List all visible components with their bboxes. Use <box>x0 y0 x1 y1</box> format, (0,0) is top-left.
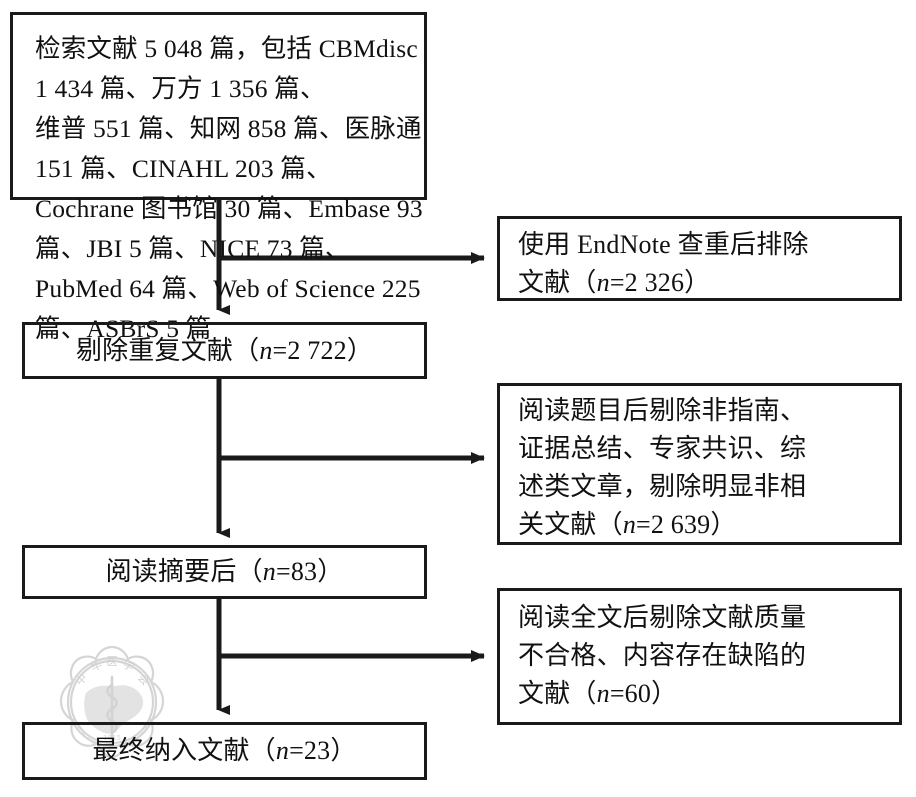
box-abstract-screened-text: 阅读摘要后（n=83） <box>106 555 344 589</box>
box-excluded-by-fulltext-count: =60） <box>609 679 678 708</box>
box-excluded-duplicates-text: 使用 EndNote 查重后排除文献（n=2 326） <box>500 219 809 302</box>
n-symbol: n <box>622 510 637 539</box>
box-abstract-screened-label: 阅读摘要后（ <box>105 557 263 586</box>
box-excluded-by-title-line2: 证据总结、专家共识、综 <box>518 434 807 463</box>
svg-text:会: 会 <box>135 671 152 688</box>
n-symbol: n <box>275 736 290 765</box>
svg-text:中: 中 <box>73 671 90 688</box>
box-excluded-by-fulltext-line2: 不合格、内容存在缺陷的 <box>518 641 807 670</box>
box-excluded-by-title-count: =2 639） <box>636 510 737 539</box>
box-excluded-by-fulltext-line3-prefix: 文献（ <box>518 679 597 708</box>
n-symbol: n <box>262 557 276 586</box>
box-duplicates-removed-label: 剔除重复文献（ <box>75 335 260 365</box>
box-studies-included-count: =23） <box>289 736 357 765</box>
box-studies-included-label: 最终纳入文献（ <box>92 736 276 765</box>
n-symbol: n <box>596 268 610 297</box>
box-excluded-by-title: 阅读题目后剔除非指南、证据总结、专家共识、综述类文章，剔除明显非相关文献（n=2… <box>497 383 902 545</box>
box-duplicates-removed: 剔除重复文献（n=2 722） <box>22 322 427 379</box>
box-excluded-by-fulltext-line1: 阅读全文后剔除文献质量 <box>518 603 807 632</box>
box-duplicates-removed-text: 剔除重复文献（n=2 722） <box>76 334 373 368</box>
svg-text:华: 华 <box>88 657 104 674</box>
box-excluded-by-title-line4-prefix: 关文献（ <box>518 510 623 539</box>
n-symbol: n <box>596 679 610 708</box>
svg-text:医: 医 <box>107 655 118 668</box>
box-excluded-by-title-text: 阅读题目后剔除非指南、证据总结、专家共识、综述类文章，剔除明显非相关文献（n=2… <box>500 386 806 544</box>
svg-text:学: 学 <box>121 657 137 674</box>
box-excluded-duplicates: 使用 EndNote 查重后排除文献（n=2 326） <box>497 216 902 301</box>
box-studies-included: 最终纳入文献（n=23） <box>22 722 427 780</box>
n-symbol: n <box>259 335 273 365</box>
box-excluded-by-fulltext: 阅读全文后剔除文献质量不合格、内容存在缺陷的文献（n=60） <box>497 588 902 725</box>
box-excluded-duplicates-line2-prefix: 文献（ <box>518 268 597 297</box>
box-studies-included-text: 最终纳入文献（n=23） <box>92 734 356 768</box>
box-excluded-by-title-line3: 述类文章，剔除明显非相 <box>518 472 807 501</box>
box-abstract-screened-count: =83） <box>275 557 344 586</box>
box-excluded-duplicates-count: =2 326） <box>609 268 711 297</box>
box-excluded-by-title-line1: 阅读题目后剔除非指南、 <box>518 396 807 425</box>
box-excluded-duplicates-line1: 使用 EndNote 查重后排除 <box>518 230 809 259</box>
box-records-identified-text: 检索文献 5 048 篇，包括 CBMdisc 1 434 篇、万方 1 356… <box>35 34 423 343</box>
box-records-identified: 检索文献 5 048 篇，包括 CBMdisc 1 434 篇、万方 1 356… <box>10 12 427 343</box>
box-duplicates-removed-count: =2 722） <box>272 335 374 365</box>
box-excluded-by-fulltext-text: 阅读全文后剔除文献质量不合格、内容存在缺陷的文献（n=60） <box>500 591 806 713</box>
box-abstract-screened: 阅读摘要后（n=83） <box>22 545 427 599</box>
